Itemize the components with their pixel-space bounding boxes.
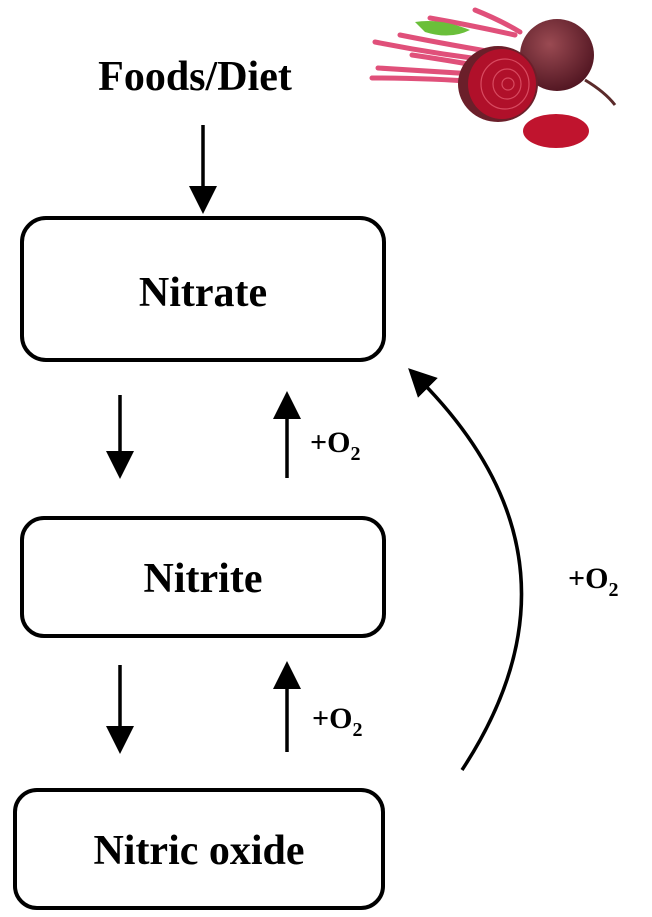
curved-arrow-up-icon	[408, 368, 524, 771]
oxygen-label: +O2	[312, 702, 362, 741]
nitrate-label: Nitrate	[139, 270, 267, 316]
nitric-oxide-label: Nitric oxide	[93, 828, 304, 874]
beetroot-image	[369, 7, 617, 148]
nitric-oxide-box	[13, 788, 385, 910]
oxygen-label: +O2	[310, 426, 360, 465]
nitrite-label: Nitrite	[144, 556, 263, 602]
oxygen-label: +O2	[568, 562, 618, 601]
nitrite-box	[20, 516, 386, 638]
nitrate-box	[20, 216, 386, 362]
foods-diet-label: Foods/Diet	[98, 54, 292, 100]
